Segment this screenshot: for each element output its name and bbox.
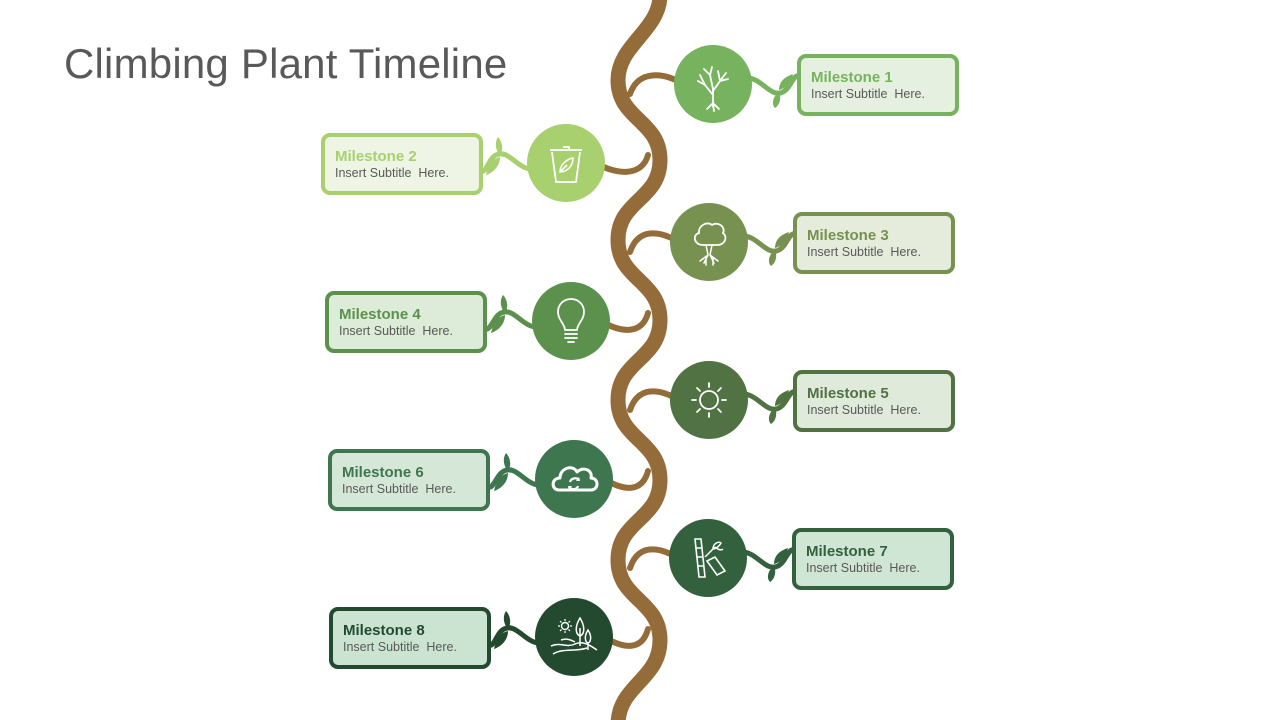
milestone-icon-circle <box>670 203 748 281</box>
milestone-title: Milestone 5 <box>807 385 889 402</box>
tendril-leaf <box>741 547 797 582</box>
milestone-icon-circle <box>527 124 605 202</box>
milestone-subtitle: Insert Subtitle Here. <box>807 245 921 259</box>
milestone-subtitle: Insert Subtitle Here. <box>807 403 921 417</box>
milestone-title: Milestone 7 <box>806 543 888 560</box>
milestone-icon-circle <box>674 45 752 123</box>
tendril-leaf <box>742 231 798 266</box>
sun-icon <box>691 382 727 418</box>
tendril-leaf <box>746 73 802 108</box>
milestone-subtitle: Insert Subtitle Here. <box>811 87 925 101</box>
tree-roots-icon <box>693 222 727 266</box>
milestone-subtitle: Insert Subtitle Here. <box>343 640 457 654</box>
milestone-title: Milestone 8 <box>343 622 425 639</box>
landscape-icon <box>550 616 598 655</box>
cloud-sync-icon <box>551 466 599 492</box>
milestone-title: Milestone 6 <box>342 464 424 481</box>
milestone-icon-circle <box>535 440 613 518</box>
tendril-leaf <box>485 453 541 491</box>
bare-tree-icon <box>697 66 729 112</box>
milestone-icon-circle <box>670 361 748 439</box>
lightbulb-icon <box>557 298 585 343</box>
tendril-leaf <box>478 137 533 175</box>
compost-bin-icon <box>550 146 582 183</box>
milestone-title: Milestone 2 <box>335 148 417 165</box>
milestone-title: Milestone 3 <box>807 227 889 244</box>
tendril-leaf <box>742 389 798 424</box>
milestone-icon-circle <box>535 598 613 676</box>
tendril-leaf <box>482 295 538 333</box>
milestone-title: Milestone 4 <box>339 306 421 323</box>
milestone-subtitle: Insert Subtitle Here. <box>335 166 449 180</box>
vine-trunk <box>610 0 668 720</box>
milestone-icon-circle <box>669 519 747 597</box>
milestone-icon-circle <box>532 282 610 360</box>
tendril-leaf <box>486 611 541 649</box>
milestone-subtitle: Insert Subtitle Here. <box>339 324 453 338</box>
milestone-subtitle: Insert Subtitle Here. <box>806 561 920 575</box>
milestone-title: Milestone 1 <box>811 69 893 86</box>
bamboo-icon <box>694 538 727 578</box>
milestone-subtitle: Insert Subtitle Here. <box>342 482 456 496</box>
page-title: Climbing Plant Timeline <box>64 40 508 87</box>
